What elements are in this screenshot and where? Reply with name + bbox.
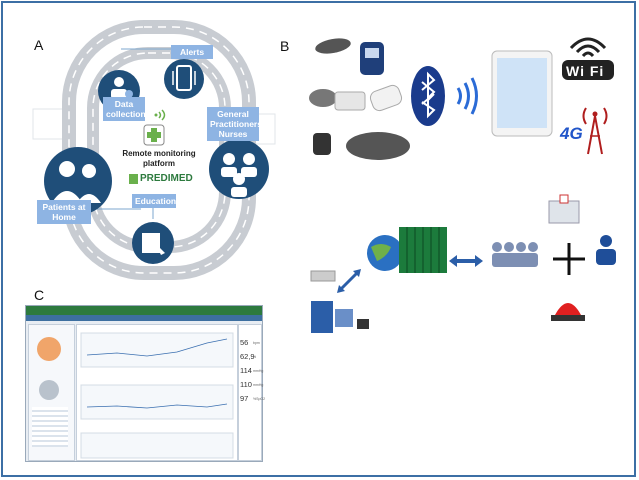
dashboard-measures: 56 bpm 62,9 % 114 mmHg 110 mmHg 97 %SpO2 [238,324,266,461]
panel-b-devices [309,37,614,160]
oximeter-icon [369,84,403,112]
measure-value: 114 [240,366,252,375]
measure-value: 62,9 [240,352,255,361]
wifi-badge [562,60,614,80]
data-collection-label: Data collection [103,97,146,121]
status-dot [37,337,61,361]
signal-icon [158,111,162,119]
education-label: Education [132,194,176,208]
predimed-logo: PREDIMED [140,173,193,184]
scale-icon [346,132,410,160]
4g-text: 4G [560,124,583,143]
wifi-icon [569,37,607,50]
panel-label-b: B [280,38,290,54]
measure-unit: mmHg [253,369,264,373]
alarm-light-icon [555,303,581,315]
wifi-text: Wi Fi [566,63,605,79]
measure-unit: bpm [253,341,260,345]
dashboard-plots [80,332,234,459]
activity-band-icon [313,133,331,155]
routing-arrows-icon [553,243,585,275]
dashboard-nav-bar [26,315,262,321]
measure-value: 110 [240,380,252,389]
measure-unit: mmHg [253,383,264,387]
patients-label: Patients at Home [37,200,91,224]
avatar [39,380,59,400]
doctor-icon [600,235,612,247]
thermometer-icon [315,38,351,54]
dashboard-charts [76,324,238,461]
dashboard-screenshot: 56 bpm 62,9 % 114 mmHg 110 mmHg 97 %SpO2 [25,305,266,462]
care-team-icon [492,242,538,267]
bp-cuff-icon [309,89,337,107]
platform-label: Remote monitoring platform [122,149,196,168]
alerts-label: Alerts [171,45,213,59]
track-outer-line [68,26,250,274]
dashboard-patient-panel [28,324,75,461]
hospital-icon [548,200,580,224]
practitioners-label: General Practitioners Nurses [207,107,262,141]
measure-unit: % [253,355,257,359]
panel-b-network [310,194,616,333]
arrow-patient-cloud [337,269,361,293]
predimed-logo-mark [129,174,138,184]
wireless-signal-icon [456,87,462,105]
patient-menu [32,407,68,447]
measure-value: 97 [240,394,249,403]
glucometer-icon [360,42,384,75]
measure-value: 56 [240,338,249,347]
measure-unit: %SpO2 [253,397,266,401]
cell-tower-icon [587,115,596,155]
home-device-icon [311,301,333,333]
dashboard-top-bar [26,306,262,315]
practitioners-icon [209,139,269,199]
alerts-icon [164,59,204,99]
panel-label-c: C [34,287,45,303]
panel-label-a: A [34,37,44,53]
